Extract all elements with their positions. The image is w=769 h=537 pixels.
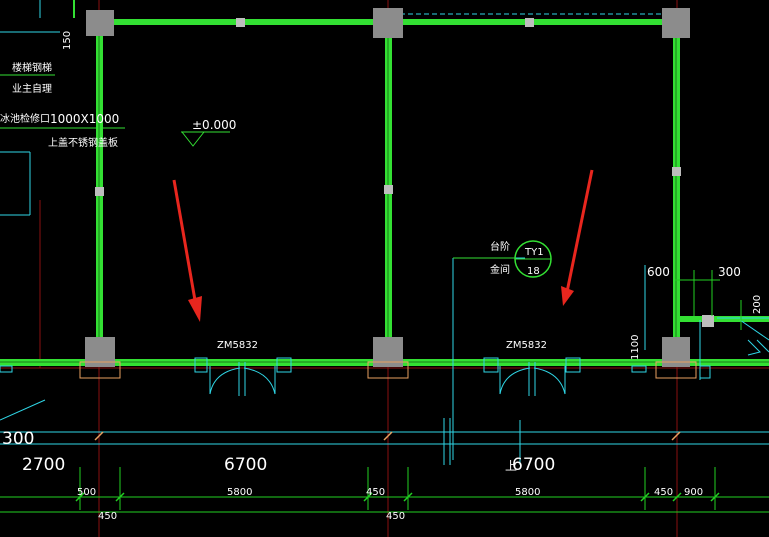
right-detail [699,317,769,380]
label-dim-200: 200 [752,295,763,314]
bottom-lines [0,257,769,465]
label-dim-5800-b: 5800 [515,487,540,498]
label-dim-450-c: 450 [98,511,117,522]
label-stair: 楼梯钢梯 [12,61,52,74]
door-stubs [0,357,711,379]
elevation-marker [181,131,230,147]
label-door-right: ZM5832 [506,340,547,351]
label-tag-num: 18 [527,266,540,277]
label-dim-450-a: 450 [366,487,385,498]
label-quantity: 金间 [490,263,510,276]
tag-circle [453,240,552,278]
label-dim-2700: 2700 [22,455,65,475]
label-access: 冰池检修口 [0,112,50,125]
left-annotations [0,0,125,421]
label-size: 1000X1000 [50,112,119,126]
label-dim-6700-b: 6700 [512,455,555,475]
label-dim-450-d: 450 [386,511,405,522]
dimension-ticks [75,431,720,502]
label-dim-450-b: 450 [654,487,673,498]
door-left [209,362,276,396]
dimension-lines [0,265,769,513]
label-tag-code: TY1 [524,247,544,258]
label-dim-300-left: 300 [2,429,34,449]
label-dim-1100: 1100 [630,335,641,360]
annotation-arrows [172,169,594,322]
door-right [499,362,566,396]
footings [79,361,697,379]
drawing-text: 150 楼梯钢梯 业主自理 冰池检修口 1000X1000 上盖不锈钢盖板 ±0… [0,31,763,522]
label-door-left: ZM5832 [217,340,258,351]
label-dim-600: 600 [647,265,670,279]
column [86,10,114,36]
label-dim-500: 500 [77,487,96,498]
label-dim-5800-a: 5800 [227,487,252,498]
label-elevation: ±0.000 [192,118,236,132]
column [662,8,690,38]
label-owner: 业主自理 [12,82,52,95]
label-cover: 上盖不锈钢盖板 [48,136,118,149]
label-dim-900: 900 [684,487,703,498]
label-dim-300-right: 300 [718,265,741,279]
label-dim-6700-a: 6700 [224,455,267,475]
label-platform: 台阶 [490,240,510,253]
label-frag-upper: 上 [505,459,517,473]
label-dim-150: 150 [62,31,73,50]
wall-markers [95,18,714,327]
column [373,8,403,38]
